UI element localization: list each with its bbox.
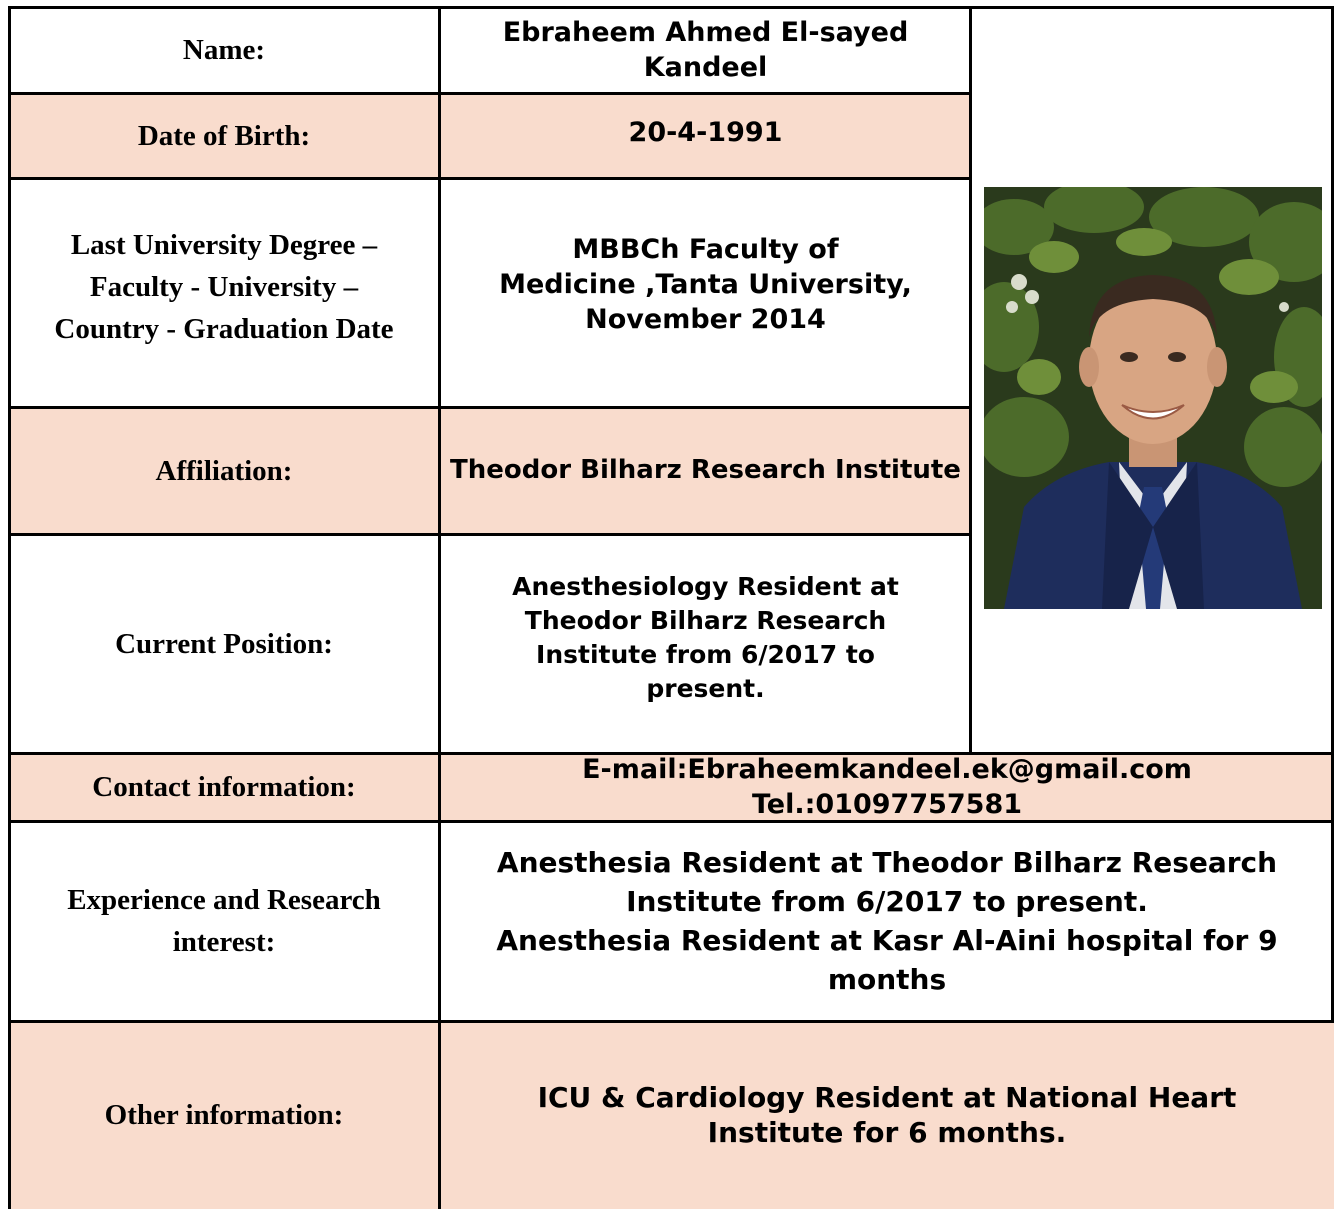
position-label-cell: Current Position: <box>8 534 440 753</box>
degree-label-cell: Last University Degree – Faculty - Unive… <box>8 178 440 407</box>
degree-label-line-3: Country - Graduation Date <box>54 312 394 345</box>
affiliation-label-cell: Affiliation: <box>8 407 440 534</box>
experience-label-line-2: interest: <box>172 926 276 958</box>
position-value-line-4: present. <box>646 673 765 703</box>
contact-label: Contact information: <box>92 771 356 803</box>
position-label: Current Position: <box>115 627 333 660</box>
name-value-cell: Ebraheem Ahmed El-sayed Kandeel <box>440 6 971 93</box>
name-label-cell: Name: <box>8 6 440 93</box>
dob-value: 20-4-1991 <box>628 117 783 148</box>
other-value-line-1: ICU & Cardiology Resident at National He… <box>537 1081 1237 1114</box>
dob-label: Date of Birth: <box>137 119 311 152</box>
dob-label-cell: Date of Birth: <box>8 93 440 178</box>
degree-value-line-3: November 2014 <box>585 304 826 335</box>
name-value-line-1: Ebraheem Ahmed El-sayed <box>502 16 909 48</box>
affiliation-value: Theodor Bilharz Research Institute <box>450 455 961 485</box>
profile-photo <box>984 187 1322 609</box>
degree-value-line-2: Medicine ,Tanta University, <box>499 269 912 300</box>
experience-value-line-3: Anesthesia Resident at Kasr Al-Aini hosp… <box>496 924 1278 957</box>
experience-value-cell: Anesthesia Resident at Theodor Bilharz R… <box>440 821 1334 1021</box>
position-value-cell: Anesthesiology Resident at Theodor Bilha… <box>440 534 971 753</box>
degree-label-line-1: Last University Degree – <box>70 228 378 261</box>
name-value-line-2: Kandeel <box>643 51 768 83</box>
other-label-cell: Other information: <box>8 1021 440 1209</box>
position-value-line-3: Institute from 6/2017 to <box>536 639 875 669</box>
experience-value-line-4: months <box>827 963 947 996</box>
experience-value-line-1: Anesthesia Resident at Theodor Bilharz R… <box>496 846 1278 879</box>
contact-email: E-mail:Ebraheemkandeel.ek@gmail.com <box>582 754 1192 785</box>
other-label: Other information: <box>104 1099 344 1131</box>
position-value-line-2: Theodor Bilharz Research <box>524 605 887 635</box>
experience-label-line-1: Experience and Research <box>67 884 381 916</box>
experience-value-line-2: Institute from 6/2017 to present. <box>626 885 1148 918</box>
position-value-line-1: Anesthesiology Resident at <box>512 571 899 601</box>
experience-label-cell: Experience and Research interest: <box>8 821 440 1021</box>
degree-value-cell: MBBCh Faculty of Medicine ,Tanta Univers… <box>440 178 971 407</box>
dob-value-cell: 20-4-1991 <box>440 93 971 178</box>
other-value-cell: ICU & Cardiology Resident at National He… <box>440 1021 1334 1209</box>
degree-value-line-1: MBBCh Faculty of <box>572 234 839 265</box>
name-label: Name: <box>182 33 266 66</box>
degree-label-line-2: Faculty - University – <box>89 270 359 303</box>
contact-value-cell: E-mail:Ebraheemkandeel.ek@gmail.com Tel.… <box>440 753 1334 821</box>
contact-phone: Tel.:01097757581 <box>751 789 1023 820</box>
cv-table: Name: Ebraheem Ahmed El-sayed Kandeel Da… <box>8 6 1334 1209</box>
affiliation-value-cell: Theodor Bilharz Research Institute <box>440 407 971 534</box>
other-value-line-2: Institute for 6 months. <box>707 1116 1067 1149</box>
affiliation-label: Affiliation: <box>155 454 293 487</box>
contact-label-cell: Contact information: <box>8 753 440 821</box>
